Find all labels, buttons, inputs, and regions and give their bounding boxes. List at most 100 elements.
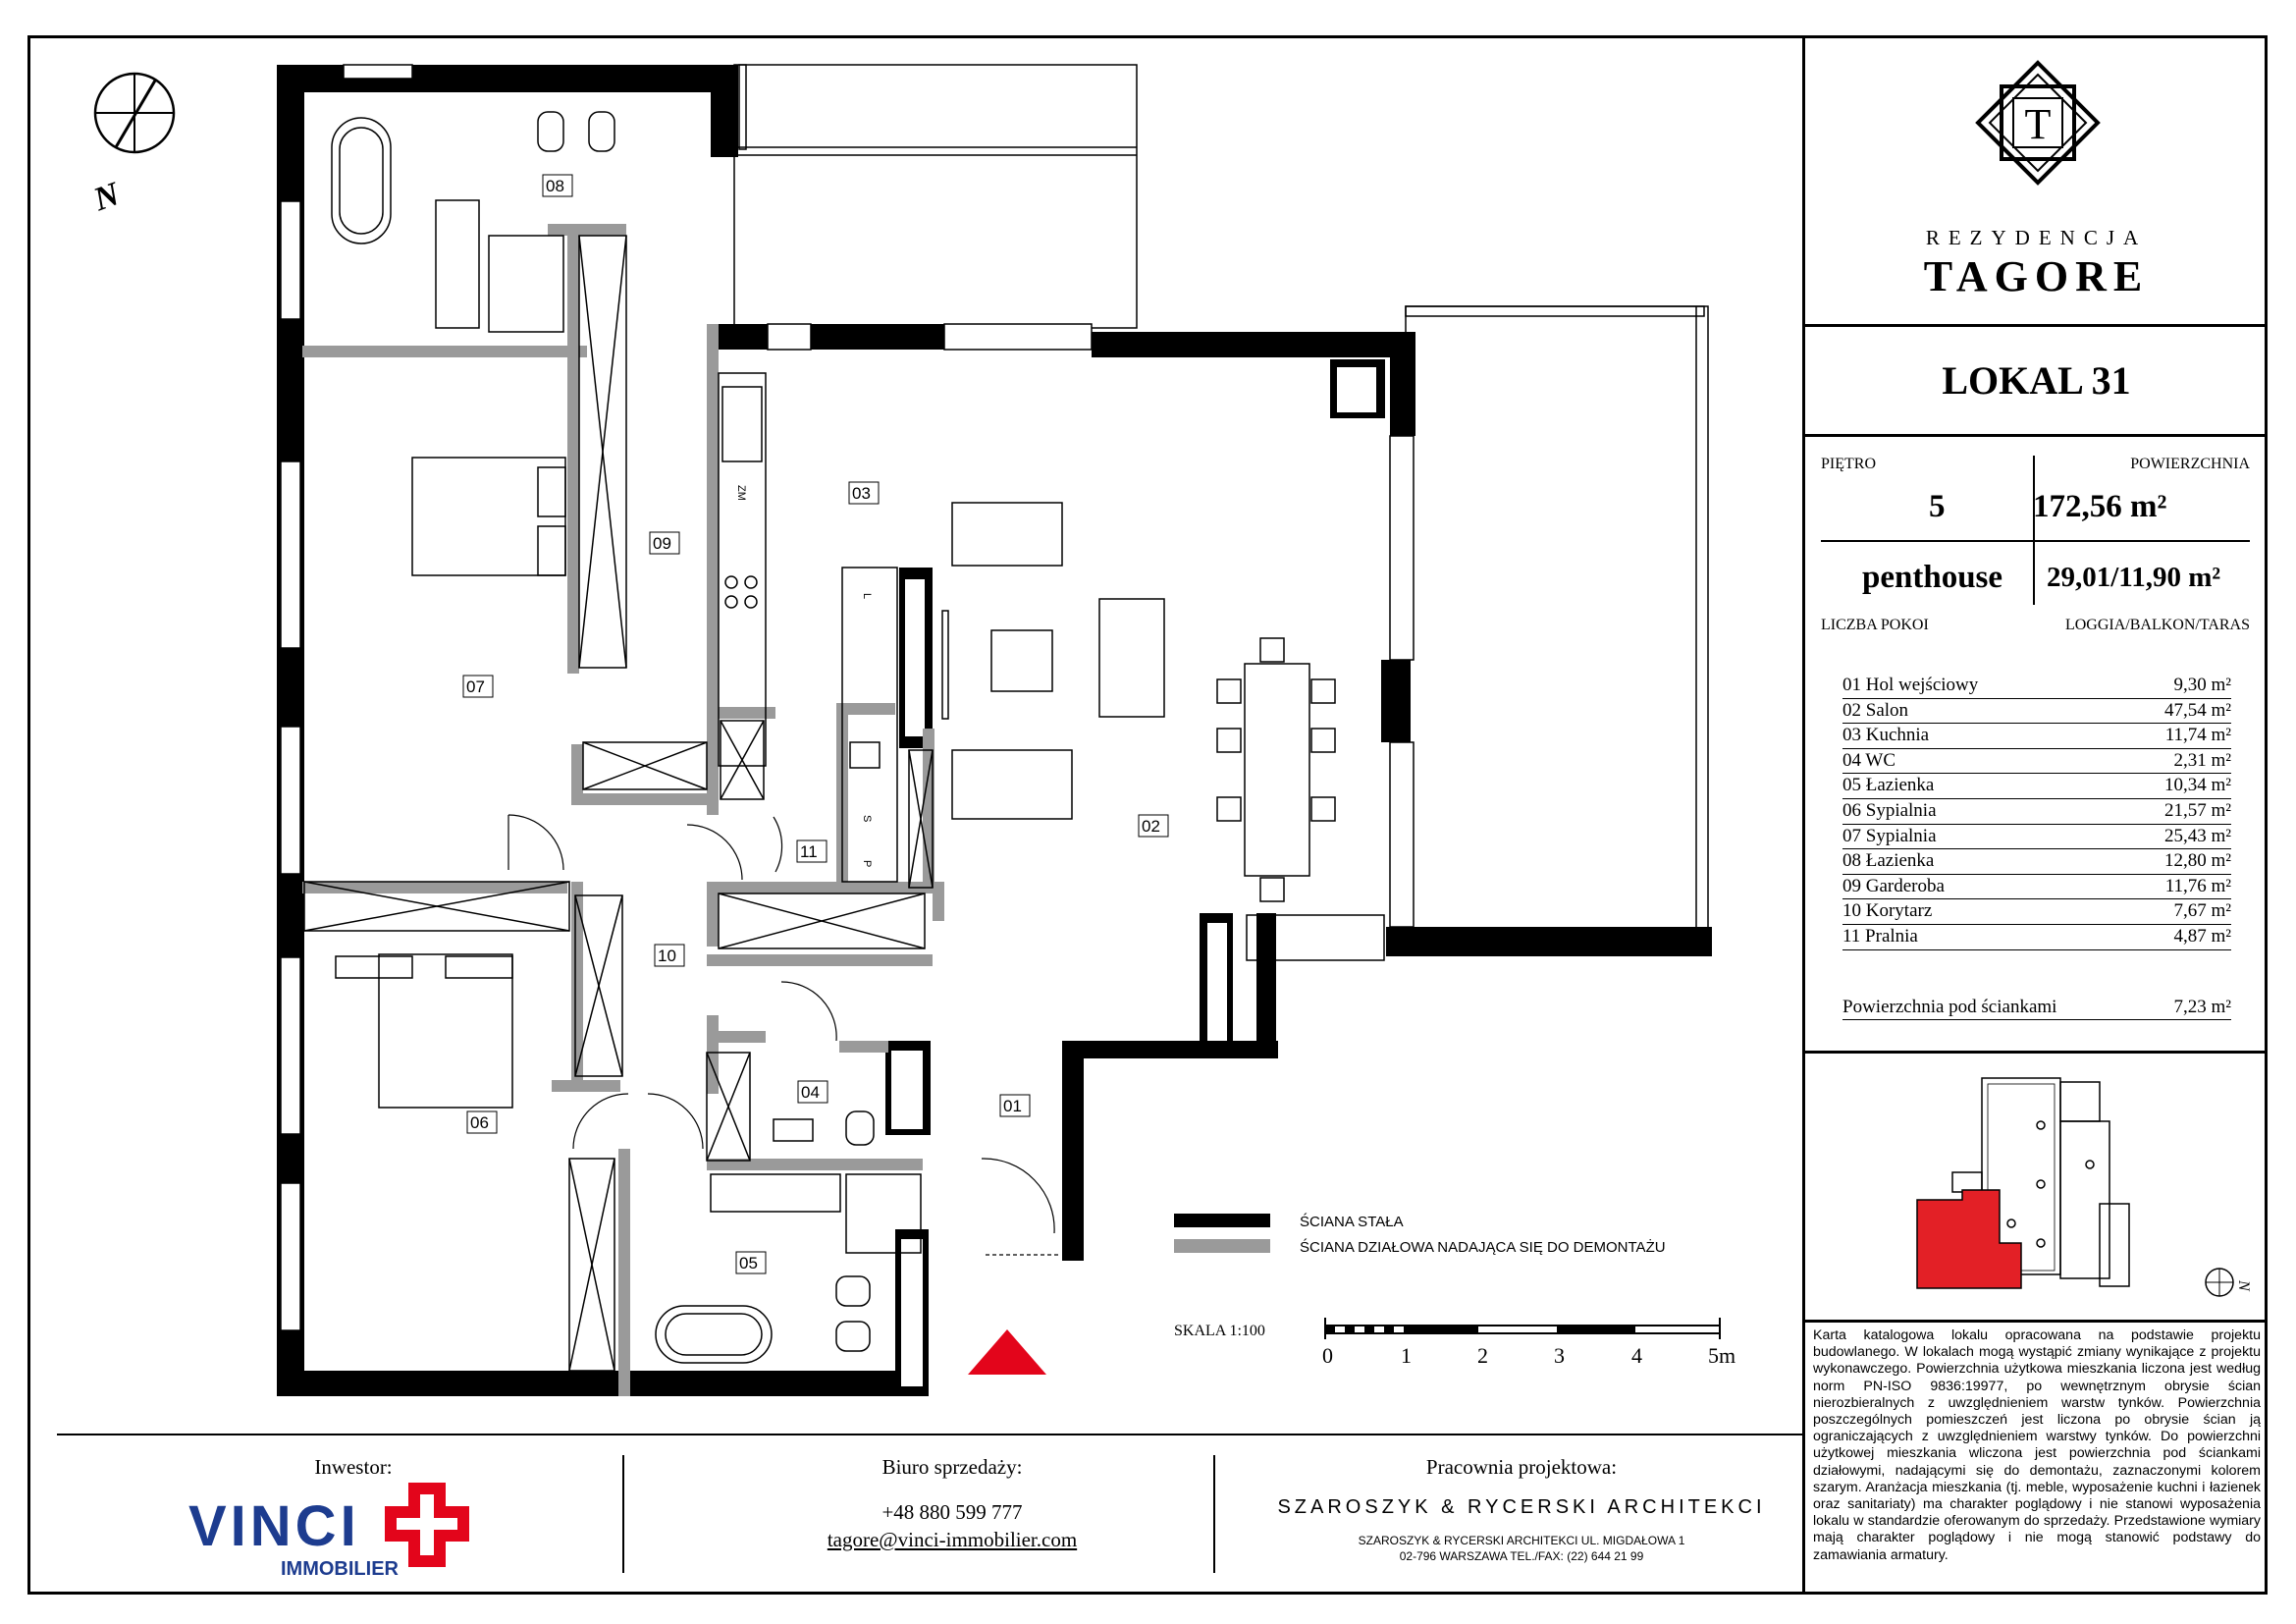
- room-name: 05 Łazienka: [1842, 775, 1935, 796]
- room-row: 07 Sypialnia 25,43 m²: [1842, 825, 2231, 850]
- room-name: 08 Łazienka: [1842, 850, 1935, 872]
- room-area: 7,67 m²: [2173, 900, 2231, 922]
- design-address-1: SZAROSZYK & RYCERSKI ARCHITEKCI UL. MIGD…: [1358, 1534, 1685, 1547]
- legend-partition-label: ŚCIANA DZIAŁOWA NADAJĄCA SIĘ DO DEMONTAŻ…: [1300, 1238, 1666, 1256]
- room-area: 12,80 m²: [2164, 850, 2231, 872]
- room-name: 06 Sypialnia: [1842, 799, 1937, 821]
- svg-text:09: 09: [653, 534, 671, 553]
- svg-text:03: 03: [852, 484, 871, 503]
- entrance-arrow-icon: [968, 1329, 1046, 1375]
- tagore-logo-icon: T: [1975, 60, 2101, 186]
- room-label-11: 11: [796, 839, 828, 863]
- rooms-value: penthouse: [1862, 560, 2003, 595]
- room-area: 21,57 m²: [2164, 799, 2231, 821]
- floor-plan: N: [88, 64, 1735, 1396]
- room-row: 04 WC 2,31 m²: [1842, 749, 2231, 775]
- sales-email[interactable]: tagore@vinci-immobilier.com: [827, 1528, 1078, 1551]
- room-area: 9,30 m²: [2173, 675, 2231, 695]
- kitchen-mark-zm: ZM: [735, 485, 747, 501]
- room-name: 07 Sypialnia: [1842, 825, 1937, 846]
- room-name: 02 Salon: [1842, 699, 1909, 721]
- room-row: 05 Łazienka 10,34 m²: [1842, 774, 2231, 799]
- design-name: SZAROSZYK & RYCERSKI ARCHITEKCI: [1277, 1496, 1766, 1518]
- svg-text:0: 0: [1322, 1343, 1333, 1368]
- kitchen-mark-s: S: [861, 815, 873, 822]
- room-name: 03 Kuchnia: [1842, 725, 1930, 746]
- vinci-logo: VINCI IMMOBILIER: [188, 1483, 469, 1580]
- sales-phone[interactable]: +48 880 599 777: [881, 1500, 1023, 1524]
- under-walls-label: Powierzchnia pod ściankami: [1842, 997, 2057, 1017]
- room-label-08: 08: [542, 174, 573, 197]
- floor-label: PIĘTRO: [1821, 456, 1876, 472]
- room-label-09: 09: [649, 531, 680, 555]
- svg-text:01: 01: [1003, 1097, 1022, 1115]
- room-label-06: 06: [466, 1110, 498, 1134]
- svg-text:N: N: [2235, 1279, 2252, 1292]
- svg-text:02: 02: [1142, 817, 1160, 836]
- svg-text:4: 4: [1631, 1343, 1642, 1368]
- room-row: 08 Łazienka 12,80 m²: [1842, 849, 2231, 875]
- svg-text:07: 07: [466, 677, 485, 696]
- scale-label: SKALA 1:100: [1174, 1323, 1265, 1339]
- terrace-upper: [733, 64, 1138, 329]
- brand-name: TAGORE: [1923, 252, 2150, 300]
- room-label-05: 05: [735, 1251, 767, 1274]
- area-value: 172,56 m²: [2033, 489, 2167, 524]
- solid-walls: [277, 65, 1712, 1396]
- room-name: 10 Korytarz: [1842, 900, 1933, 922]
- svg-text:05: 05: [739, 1254, 758, 1272]
- partition-walls: [302, 224, 944, 1396]
- rooms-label: LICZBA POKOI: [1821, 617, 1929, 633]
- legend-solid-swatch: [1174, 1214, 1270, 1227]
- room-area: 47,54 m²: [2164, 699, 2231, 721]
- vinci-logo-text: VINCI: [188, 1494, 360, 1558]
- north-label: N: [88, 176, 126, 219]
- scale-ticks: 0 1 2 3 4 5m: [1322, 1343, 1735, 1368]
- fixtures: [303, 111, 1385, 1372]
- sales-label: Biuro sprzedaży:: [881, 1455, 1023, 1479]
- room-area: 11,76 m²: [2164, 875, 2231, 896]
- brand-subtitle: REZYDENCJA: [1925, 226, 2148, 249]
- svg-text:5m: 5m: [1708, 1343, 1735, 1368]
- key-plan-compass-icon: N: [2205, 1268, 2252, 1297]
- doors: [507, 814, 1058, 1256]
- room-name: 09 Garderoba: [1842, 875, 1945, 896]
- room-name: 04 WC: [1842, 749, 1896, 771]
- svg-text:11: 11: [800, 842, 818, 861]
- room-labels: 01 02 03 04 05 06 07 08 09 10 11: [462, 174, 1169, 1274]
- legend-solid-label: ŚCIANA STAŁA: [1300, 1213, 1404, 1230]
- svg-text:08: 08: [546, 177, 564, 195]
- info-panel: T REZYDENCJA TAGORE LOKAL 31 PIĘTRO POWI…: [1802, 35, 2268, 1595]
- room-label-02: 02: [1138, 814, 1169, 838]
- room-label-03: 03: [848, 481, 880, 505]
- svg-text:06: 06: [470, 1113, 489, 1132]
- room-area: 2,31 m²: [2173, 749, 2231, 771]
- room-row: 03 Kuchnia 11,74 m²: [1842, 724, 2231, 749]
- outdoor-label: LOGGIA/BALKON/TARAS: [2064, 617, 2250, 633]
- floor-value: 5: [1929, 489, 1946, 524]
- room-label-04: 04: [797, 1080, 828, 1104]
- key-plan: [1916, 1077, 2130, 1289]
- room-area: 11,74 m²: [2164, 725, 2231, 746]
- sheet-frame: [27, 35, 2268, 1595]
- windows-left: [280, 64, 1415, 1331]
- unit-title: LOKAL 31: [1942, 358, 2131, 403]
- room-area: 25,43 m²: [2164, 825, 2231, 846]
- vinci-logo-sub: IMMOBILIER: [281, 1558, 400, 1580]
- scale-bar: [1324, 1318, 1721, 1339]
- room-row: 10 Korytarz 7,67 m²: [1842, 899, 2231, 925]
- design-label: Pracownia projektowa:: [1425, 1455, 1618, 1479]
- under-walls-row: Powierzchnia pod ściankami 7,23 m²: [1842, 996, 2231, 1020]
- kitchen-mark-p: P: [861, 860, 873, 867]
- outdoor-value: 29,01/11,90 m²: [2047, 562, 2221, 593]
- room-area: 10,34 m²: [2164, 775, 2231, 796]
- svg-text:10: 10: [658, 947, 676, 965]
- room-label-10: 10: [654, 944, 685, 967]
- svg-text:2: 2: [1477, 1343, 1488, 1368]
- footer: Inwestor: VINCI IMMOBILIER Biuro sprzeda…: [59, 1435, 1792, 1593]
- design-address-2: 02-796 WARSZAWA TEL./FAX: (22) 644 21 99: [1399, 1549, 1644, 1563]
- under-walls-area: 7,23 m²: [2173, 997, 2231, 1017]
